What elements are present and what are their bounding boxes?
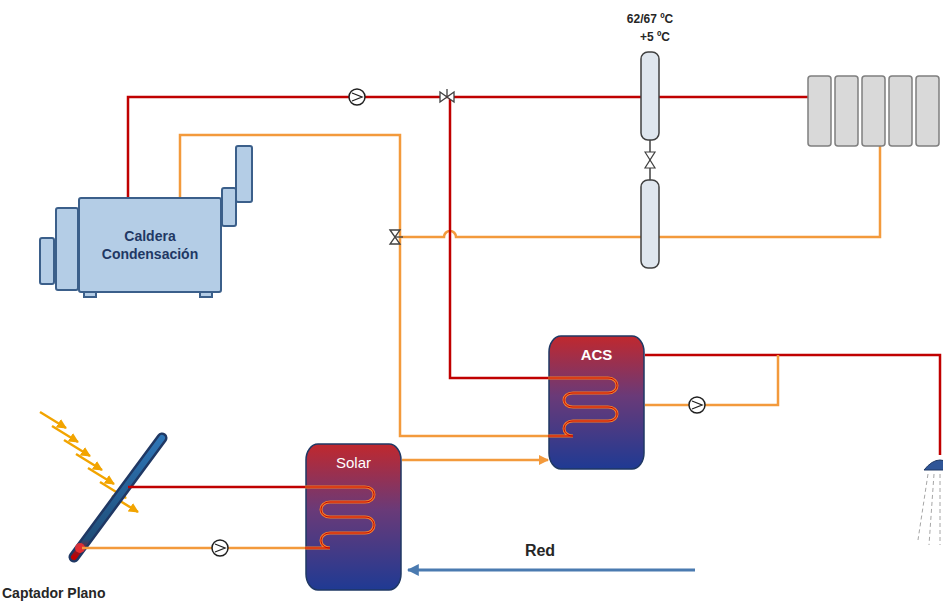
- pipe-connector: [402, 459, 548, 462]
- hot-water-pipe: [645, 355, 940, 455]
- boiler-box: Caldera Condensación: [78, 197, 222, 293]
- shower: [918, 460, 943, 545]
- solar-tank: Solar: [305, 443, 402, 591]
- three-way-valve: [390, 89, 454, 244]
- boiler-body: [40, 146, 252, 297]
- pump: [349, 89, 365, 105]
- node-label: Captador Plano: [2, 584, 105, 602]
- radiator: [808, 76, 939, 146]
- node-label: ACS: [581, 345, 613, 365]
- mains-water-arrow: [408, 569, 695, 572]
- flat-collector: [74, 438, 162, 557]
- mains-label: Red: [525, 542, 555, 560]
- node-label: Caldera Condensación: [88, 227, 212, 263]
- pipe-connector: [180, 135, 548, 436]
- pump: [212, 540, 228, 556]
- collector-node: Captador Plano: [0, 430, 175, 602]
- pipe-connector: [128, 486, 305, 489]
- pipe-connector: [82, 547, 305, 550]
- recirculation-pipe: [645, 355, 778, 405]
- supply-pipe: [450, 96, 808, 99]
- pump: [689, 397, 705, 413]
- temperature-difference: +5 ºC: [640, 30, 670, 44]
- hydraulic-separator: [641, 52, 659, 268]
- temperature-label: 62/67 ºC: [627, 12, 673, 26]
- node-label: Solar: [336, 453, 371, 473]
- return-pipe: [400, 146, 880, 237]
- acs-tank: ACS: [548, 335, 645, 470]
